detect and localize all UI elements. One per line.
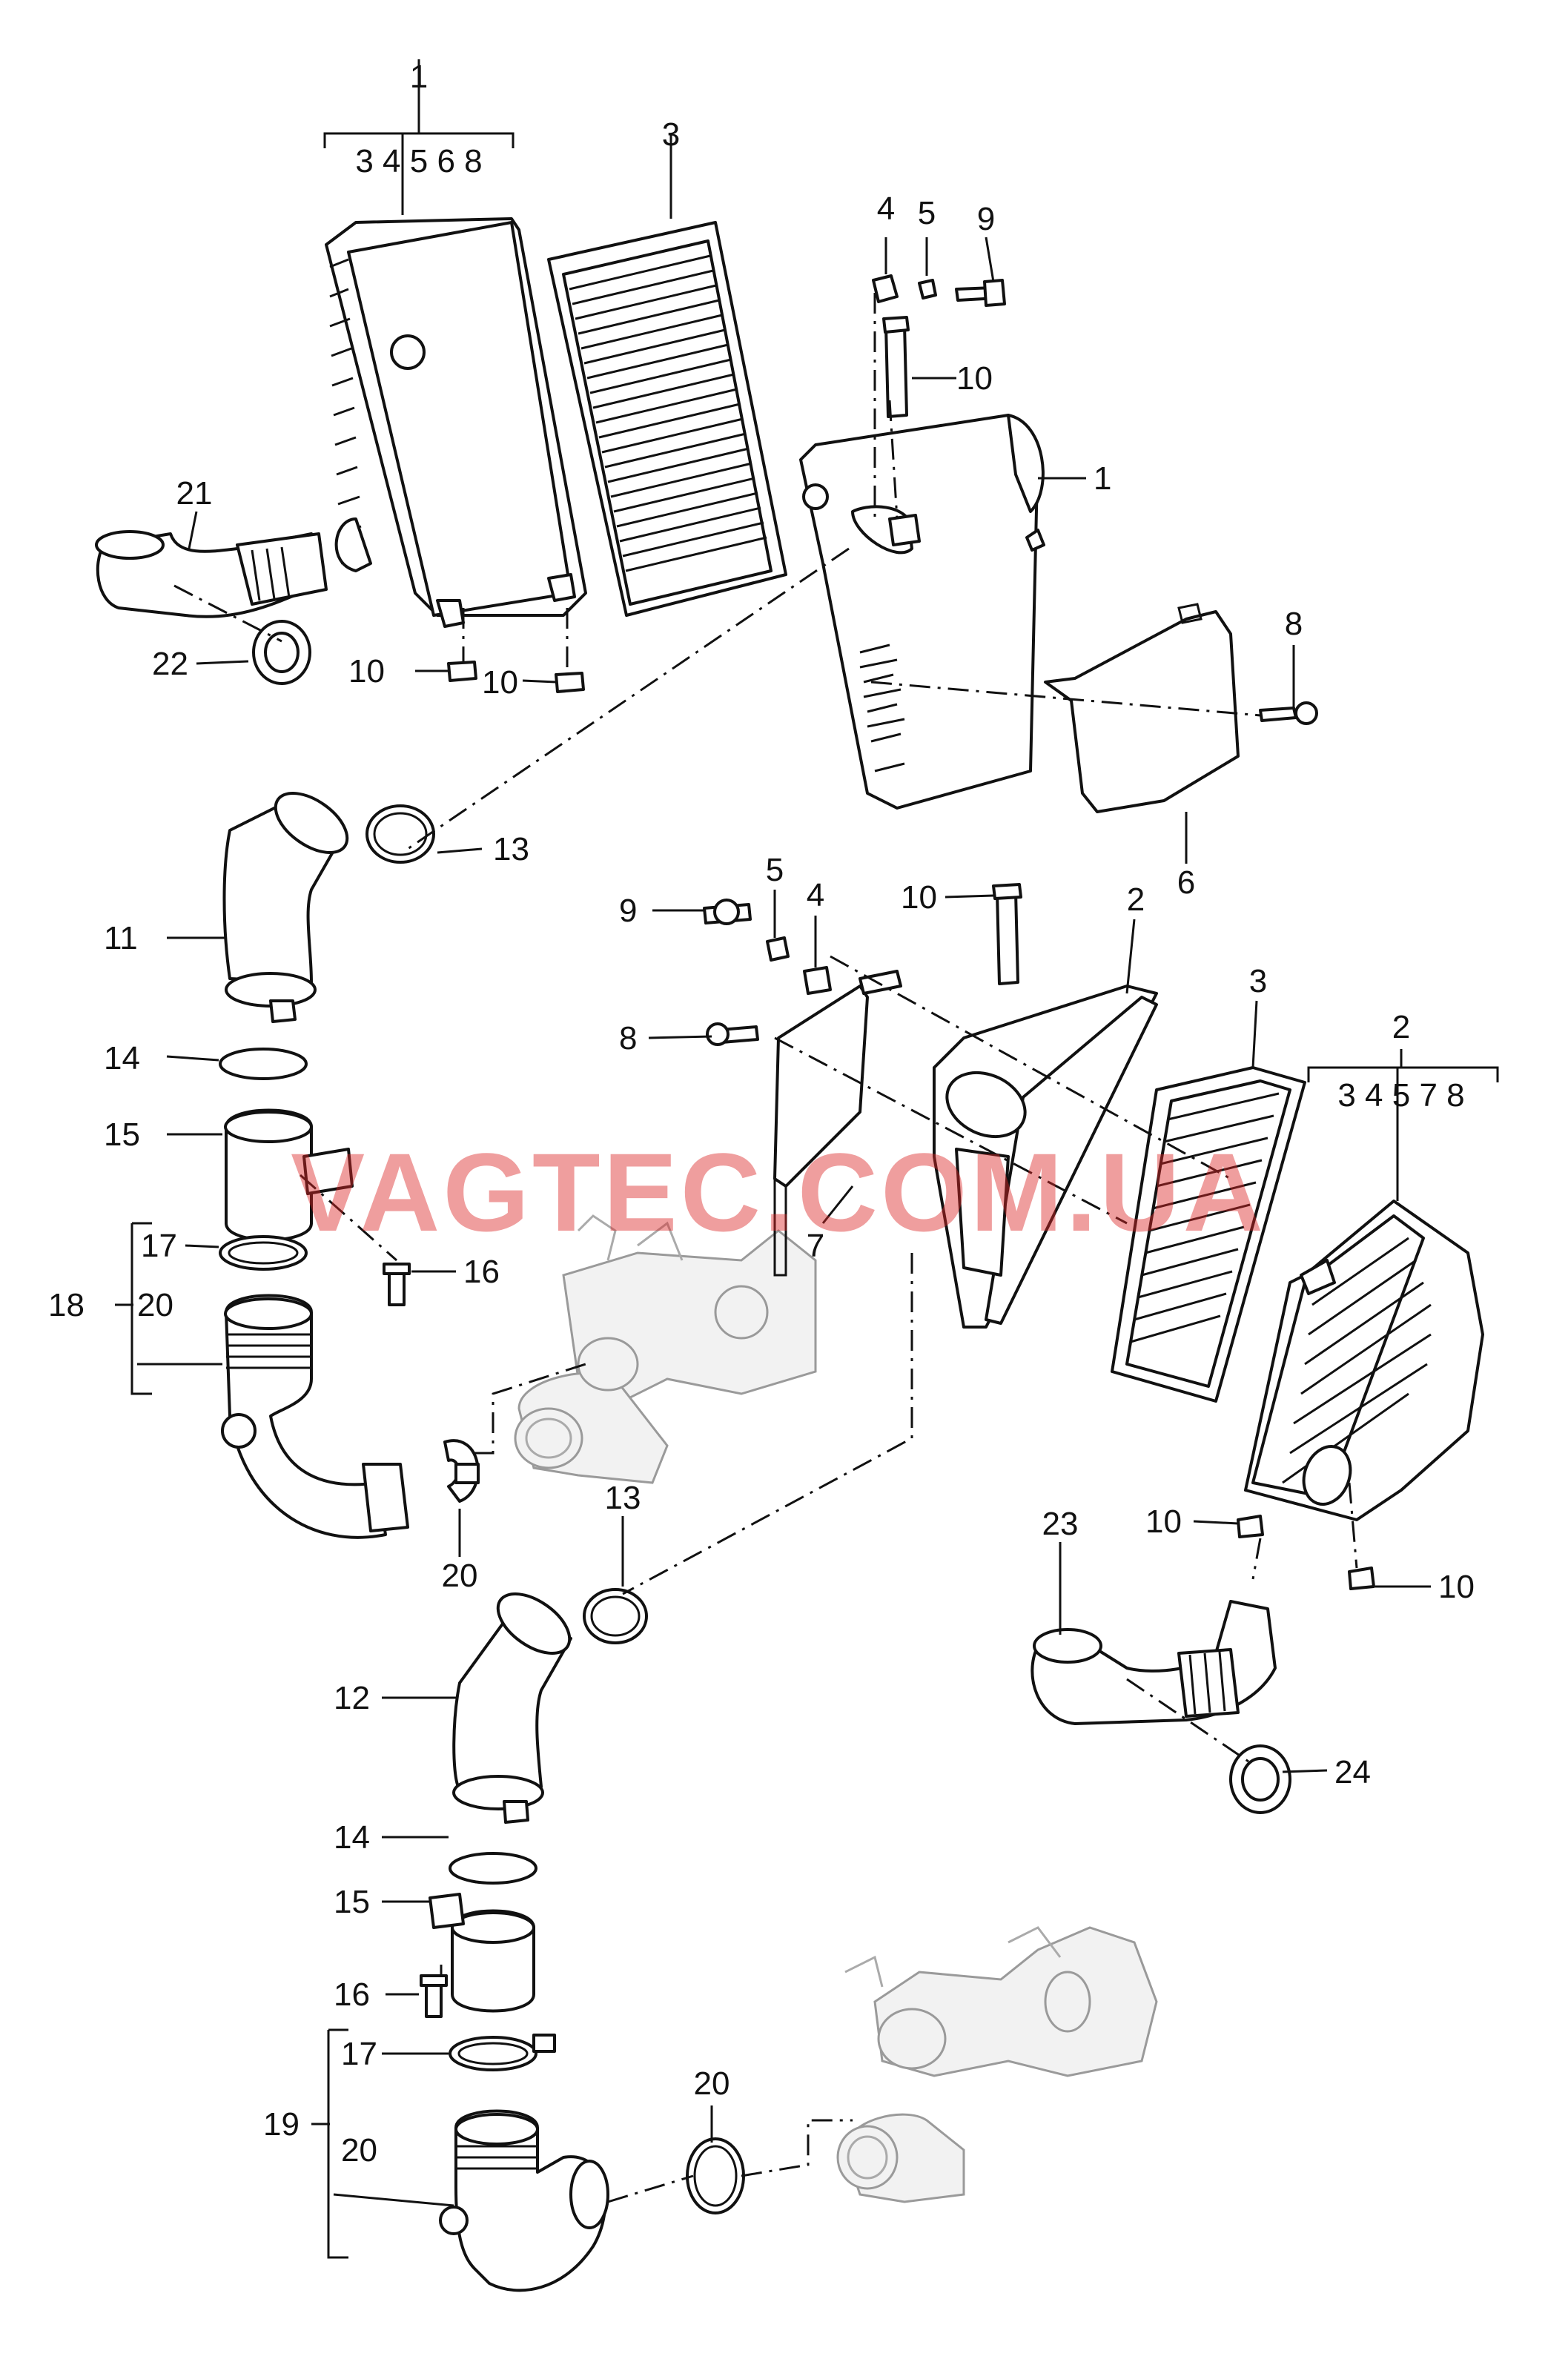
intake-hose-19: [439, 2109, 609, 2292]
air-filter-lid-upper: [325, 217, 587, 628]
intake-duct-21: [95, 530, 328, 618]
bracket-7: [773, 970, 902, 1277]
turbocharger-lower: [836, 1926, 1158, 2203]
callout-24: 24: [1334, 1754, 1371, 1790]
callout-4-top: 4: [877, 191, 895, 227]
callout-10-right-1: 10: [1145, 1503, 1182, 1540]
callout-4-mid: 4: [807, 877, 824, 913]
callout-19: 19: [263, 2106, 300, 2143]
callout-1-top: 1: [410, 59, 428, 95]
air-filter-element-upper: [547, 221, 787, 617]
heat-shield-plate: [1044, 603, 1240, 813]
callout-9-top: 9: [977, 201, 995, 237]
callout-13-top: 13: [493, 831, 529, 867]
screw-16-upper: [383, 1263, 411, 1306]
screw-16-lower: [420, 1974, 448, 2018]
seal-24: [1229, 1744, 1291, 1814]
hardware-top: [872, 274, 1006, 418]
callout-14-bottom: 14: [334, 1819, 370, 1856]
elbow-duct-11: [222, 792, 349, 1023]
callout-10-b: 10: [482, 664, 518, 701]
callout-16-bottom: 16: [334, 1976, 370, 2013]
callout-labels: 1 3 4 5 6 8 3 4 5 9 10 1 21 22 10 10 8 6…: [48, 59, 1475, 2169]
callout-20-group-bottom: 20: [341, 2132, 377, 2169]
callout-17-bottom: 17: [341, 2036, 377, 2072]
connection-lines: [173, 293, 1358, 2203]
clamp-20-lower: [686, 2137, 745, 2214]
callout-21: 21: [176, 475, 213, 512]
callout-18: 18: [48, 1287, 85, 1323]
callout-12: 12: [334, 1680, 370, 1716]
callout-15-bottom: 15: [334, 1884, 370, 1920]
callout-11: 11: [104, 920, 138, 956]
hardware-mid: [703, 883, 1022, 1046]
callout-2-mid: 2: [1127, 881, 1145, 918]
callout-17-top: 17: [141, 1228, 177, 1264]
air-filter-housing-lower-2: [933, 985, 1158, 1329]
callout-14-top: 14: [104, 1040, 140, 1076]
callout-10-right-2: 10: [1438, 1569, 1475, 1605]
air-filter-housing-upper-right: [799, 414, 1045, 810]
o-ring-13-lower: [583, 1588, 648, 1644]
mass-air-flow-sensor-15-lower: [429, 1893, 535, 2013]
air-filter-lid-lower-2: [1244, 1200, 1484, 1521]
clamp-17-upper: [219, 1235, 308, 1271]
callout-20-clamp-bottom: 20: [694, 2065, 730, 2102]
callout-13-mid: 13: [605, 1480, 641, 1516]
callout-2-group: 3 4 5 7 8: [1337, 1077, 1464, 1114]
turbocharger-upper: [514, 1214, 817, 1484]
grommets-10-right: [1237, 1515, 1375, 1590]
leader-lines: [115, 59, 1499, 2259]
callout-5-top: 5: [918, 195, 936, 231]
o-ring-13-upper: [365, 804, 435, 864]
clamp-17-lower: [449, 2034, 556, 2071]
callout-2-right: 2: [1392, 1009, 1410, 1045]
callout-10-mid: 10: [901, 879, 937, 916]
callout-10-a: 10: [348, 653, 385, 689]
callout-16-top: 16: [463, 1254, 500, 1290]
o-ring-14-upper: [219, 1048, 308, 1080]
callout-5-mid: 5: [766, 852, 784, 888]
callout-9-mid: 9: [619, 893, 637, 929]
air-filter-element-lower-3: [1111, 1066, 1306, 1403]
callout-23: 23: [1042, 1506, 1079, 1542]
callout-20-clamp-top: 20: [442, 1558, 478, 1594]
callout-10-top: 10: [956, 360, 993, 397]
callout-20-group-top: 20: [137, 1287, 173, 1323]
watermark: VAGTEC.COM.UA: [291, 1130, 1266, 1254]
callout-8-mid: 8: [619, 1020, 637, 1056]
mass-air-flow-sensor-15-upper: [224, 1108, 354, 1242]
callout-6: 6: [1177, 864, 1195, 901]
intake-hose-18: [221, 1294, 409, 1539]
callout-3-mid: 3: [1249, 963, 1267, 999]
callout-8-top: 8: [1285, 606, 1303, 642]
callout-1-right: 1: [1094, 460, 1111, 497]
bolt-8-upper: [1259, 701, 1318, 725]
callout-1-group: 3 4 5 6 8: [355, 143, 482, 179]
callout-3-top: 3: [662, 116, 680, 153]
o-ring-14-lower: [449, 1852, 537, 1885]
intake-duct-23: [1031, 1600, 1277, 1725]
callout-15-top: 15: [104, 1117, 140, 1153]
callout-22: 22: [152, 646, 188, 682]
clamp-20-upper: [443, 1439, 480, 1503]
seal-22: [252, 620, 311, 685]
callout-7: 7: [807, 1228, 824, 1264]
grommets-10-upper: [447, 661, 585, 693]
elbow-duct-12: [452, 1592, 572, 1824]
